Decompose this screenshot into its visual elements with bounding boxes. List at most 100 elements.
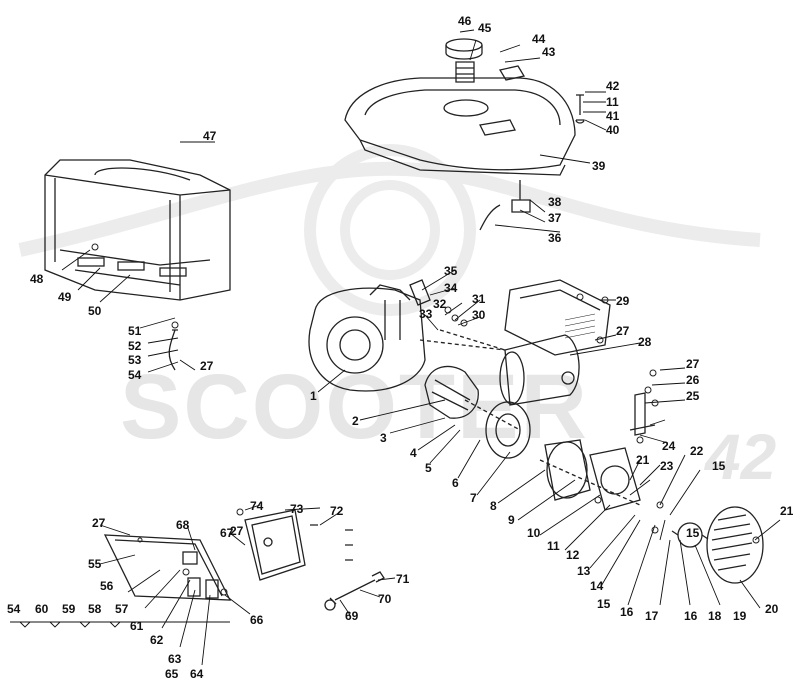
- callout-label: 56: [100, 579, 114, 593]
- callout-label: 72: [330, 504, 344, 518]
- callout-label: 35: [444, 264, 458, 278]
- callout-label: 46: [458, 14, 472, 28]
- callout-label: 17: [645, 609, 659, 623]
- callout-label: 27: [92, 516, 106, 530]
- callout-label: 62: [150, 633, 164, 647]
- callout-label: 3: [380, 431, 387, 445]
- callout-label: 55: [88, 557, 102, 571]
- callout-label: 16: [620, 605, 634, 619]
- callout-label: 27: [616, 324, 630, 338]
- callout-label: 68: [176, 518, 190, 532]
- callout-label: 54: [128, 368, 142, 382]
- callout-label: 70: [378, 592, 392, 606]
- callout-label: 10: [527, 526, 541, 540]
- callout-label: 50: [88, 304, 102, 318]
- callout-label: 37: [548, 211, 562, 225]
- callout-label: 58: [88, 602, 102, 616]
- callout-label: 66: [250, 613, 264, 627]
- callout-label: 7: [470, 491, 477, 505]
- callout-label: 57: [115, 602, 129, 616]
- callout-label: 63: [168, 652, 182, 666]
- callout-label: 69: [345, 609, 359, 623]
- callout-label: 60: [35, 602, 49, 616]
- frame-drawing: [44, 159, 231, 301]
- callout-label: 43: [542, 45, 556, 59]
- callout-label: 59: [62, 602, 76, 616]
- callout-label: 30: [472, 308, 486, 322]
- callout-label: 15: [686, 526, 700, 540]
- callout-label: 27: [230, 524, 244, 538]
- callout-label: 16: [684, 609, 698, 623]
- stator-drawing: [485, 401, 531, 459]
- callout-label: 44: [532, 32, 546, 46]
- panel-cover-drawing: [244, 509, 306, 581]
- callout-label: 32: [433, 297, 447, 311]
- callout-label: 9: [508, 513, 515, 527]
- callout-label: 38: [548, 195, 562, 209]
- callout-label: 39: [592, 159, 606, 173]
- callout-label: 54: [7, 602, 21, 616]
- callout-label: 18: [708, 609, 722, 623]
- callout-label: 22: [690, 444, 704, 458]
- callout-label: 24: [662, 439, 676, 453]
- callout-label: 25: [686, 389, 700, 403]
- callout-label: 64: [190, 667, 204, 681]
- callout-label: 11: [547, 539, 560, 553]
- callout-label: 40: [606, 123, 620, 137]
- callout-label: 21: [636, 453, 650, 467]
- muffler-shield-drawing: [504, 279, 611, 356]
- callout-label: 15: [712, 459, 726, 473]
- callout-label: 31: [472, 292, 486, 306]
- control-panel-drawing: [103, 534, 232, 601]
- callout-label: 45: [478, 21, 492, 35]
- callout-label: 6: [452, 476, 459, 490]
- callout-label: 71: [396, 572, 410, 586]
- callout-label: 61: [130, 619, 144, 633]
- callout-label: 27: [200, 359, 214, 373]
- callout-label: 48: [30, 272, 44, 286]
- plug-wire-drawing: [329, 571, 385, 605]
- callout-label: 5: [425, 461, 432, 475]
- callout-label: 49: [58, 290, 72, 304]
- callout-label: 2: [352, 414, 359, 428]
- callout-label: 15: [597, 597, 611, 611]
- callout-label: 23: [660, 459, 674, 473]
- callout-label: 26: [686, 373, 700, 387]
- callout-label: 13: [577, 564, 591, 578]
- callout-label: 41: [606, 109, 620, 123]
- callout-label: 34: [444, 281, 458, 295]
- fuel-tank-drawing: [344, 77, 576, 176]
- callout-label: 1: [310, 389, 317, 403]
- callout-label: 33: [419, 307, 433, 321]
- callout-label: 65: [165, 667, 179, 681]
- callout-label: 14: [590, 579, 604, 593]
- callout-label: 28: [638, 335, 652, 349]
- callout-label: 12: [566, 548, 580, 562]
- callout-label: 47: [203, 129, 217, 143]
- callout-label: 52: [128, 339, 142, 353]
- callout-label: 53: [128, 353, 142, 367]
- rotor-drawing: [424, 365, 479, 419]
- callout-label: 8: [490, 499, 497, 513]
- callout-label: 4: [410, 446, 417, 460]
- callout-label: 20: [765, 602, 779, 616]
- callout-label: 29: [616, 294, 630, 308]
- callout-label: 51: [128, 324, 142, 338]
- callout-label: 74: [250, 499, 264, 513]
- watermark-suffix: 42: [705, 421, 777, 493]
- callout-label: 73: [290, 502, 304, 516]
- housing-drawing: [544, 439, 591, 501]
- callout-label: 67: [220, 526, 234, 540]
- callout-label: 19: [733, 609, 747, 623]
- muffler-drawing: [499, 334, 580, 406]
- fan-cover-drawing: [706, 506, 764, 584]
- tank-cap-drawing: [445, 38, 483, 52]
- callout-label: 21: [780, 504, 794, 518]
- callout-label: 36: [548, 231, 562, 245]
- engine-drawing: [308, 284, 426, 392]
- end-cover-drawing: [589, 447, 641, 511]
- callout-label: 11: [606, 95, 619, 109]
